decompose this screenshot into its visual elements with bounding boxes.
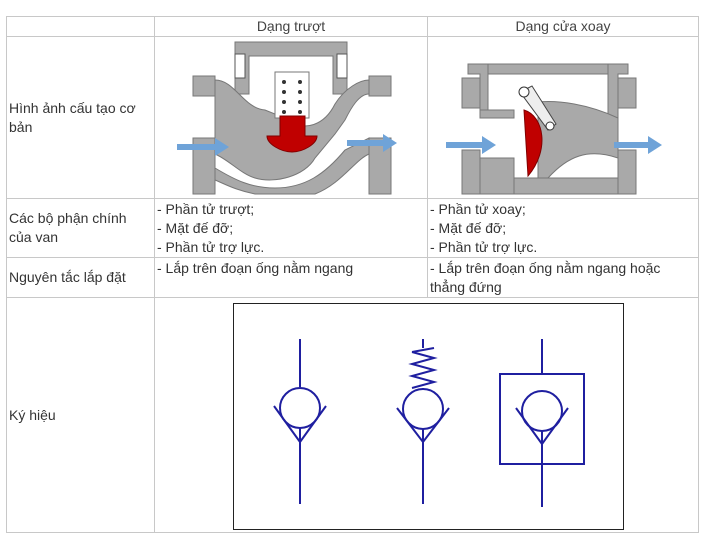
swing-installation-line-1: - Lắp trên đoạn ống nằm ngang hoặc xyxy=(430,260,661,276)
swing-body-upper-left xyxy=(479,109,515,118)
right-flange-top xyxy=(368,75,392,96)
symbols-cell xyxy=(154,297,699,533)
swing-part-3: - Phần tử trợ lực. xyxy=(430,239,538,255)
left-flange-bottom xyxy=(192,137,216,194)
check-valve-symbols xyxy=(273,339,585,507)
swing-hinge-arm xyxy=(519,84,557,131)
hinge-pin-icon xyxy=(518,86,530,97)
sliding-part-1: - Phần tử trượt; xyxy=(157,201,255,217)
swing-right-flange-top xyxy=(617,77,637,108)
swing-body-bottom xyxy=(513,177,619,194)
check-valve-symbol xyxy=(273,339,327,504)
symbol-frame xyxy=(233,303,624,530)
row-structure-image: Hình ảnh cấu tạo cơ bản xyxy=(6,36,699,199)
swing-right-flange-bottom xyxy=(617,149,637,194)
left-flange-top xyxy=(192,75,216,96)
bolt-left xyxy=(234,53,246,78)
swing-installation-line-2: thẳng đứng xyxy=(430,279,502,295)
bolt-right xyxy=(336,53,348,78)
row-label-installation: Nguyên tắc lắp đặt xyxy=(6,257,155,298)
header-swing-type: Dạng cửa xoay xyxy=(427,16,699,37)
swing-disc xyxy=(523,108,543,177)
valve-comparison-table: Dạng trượt Dạng cửa xoay Hình ảnh cấu tạ… xyxy=(6,16,699,533)
row-symbols: Ký hiệu xyxy=(6,297,699,533)
swing-body-right xyxy=(537,100,619,178)
swing-flow-arrow-out xyxy=(614,135,662,154)
swing-flow-arrow-in xyxy=(446,135,496,154)
swing-left-flange-bottom xyxy=(461,149,481,194)
swing-body-lower-left xyxy=(479,157,515,194)
swing-valve-cell xyxy=(427,36,699,199)
swing-left-flange-top xyxy=(461,77,481,108)
header-empty xyxy=(6,16,155,37)
sliding-part-3: - Phần tử trợ lực. xyxy=(157,239,265,255)
boxed-check-valve-symbol xyxy=(499,339,585,507)
row-main-parts: Các bộ phận chính của van - Phần tử trượ… xyxy=(6,198,699,258)
sliding-installation-text: - Lắp trên đoạn ống nằm ngang xyxy=(157,260,354,276)
sliding-check-valve-diagram xyxy=(177,41,397,194)
flow-arrow-in xyxy=(177,137,229,156)
sliding-installation: - Lắp trên đoạn ống nằm ngang xyxy=(154,257,428,298)
row-label-main-parts: Các bộ phận chính của van xyxy=(6,198,155,258)
sliding-disc xyxy=(266,115,318,153)
right-flange-bottom xyxy=(368,137,392,194)
flow-arrow-out xyxy=(347,133,397,152)
header-row: Dạng trượt Dạng cửa xoay xyxy=(6,16,699,37)
spring-chamber xyxy=(274,71,310,118)
sliding-parts-list: - Phần tử trượt; - Mặt đế đỡ; - Phần tử … xyxy=(154,198,428,258)
spring-check-valve-symbol xyxy=(396,339,450,504)
header-sliding-type: Dạng trượt xyxy=(154,16,428,37)
sliding-part-2: - Mặt đế đỡ; xyxy=(157,220,234,236)
swing-cover xyxy=(487,63,609,74)
swing-part-1: - Phần tử xoay; xyxy=(430,201,526,217)
swing-part-2: - Mặt đế đỡ; xyxy=(430,220,507,236)
sliding-valve-cell xyxy=(154,36,428,199)
row-label-structure: Hình ảnh cấu tạo cơ bản xyxy=(6,36,155,199)
swing-check-valve-diagram xyxy=(446,63,662,194)
swing-parts-list: - Phần tử xoay; - Mặt đế đỡ; - Phần tử t… xyxy=(427,198,699,258)
valve-body-lower xyxy=(214,136,370,194)
row-installation: Nguyên tắc lắp đặt - Lắp trên đoạn ống n… xyxy=(6,257,699,298)
row-label-symbols: Ký hiệu xyxy=(6,297,155,533)
swing-installation: - Lắp trên đoạn ống nằm ngang hoặc thẳng… xyxy=(427,257,699,298)
